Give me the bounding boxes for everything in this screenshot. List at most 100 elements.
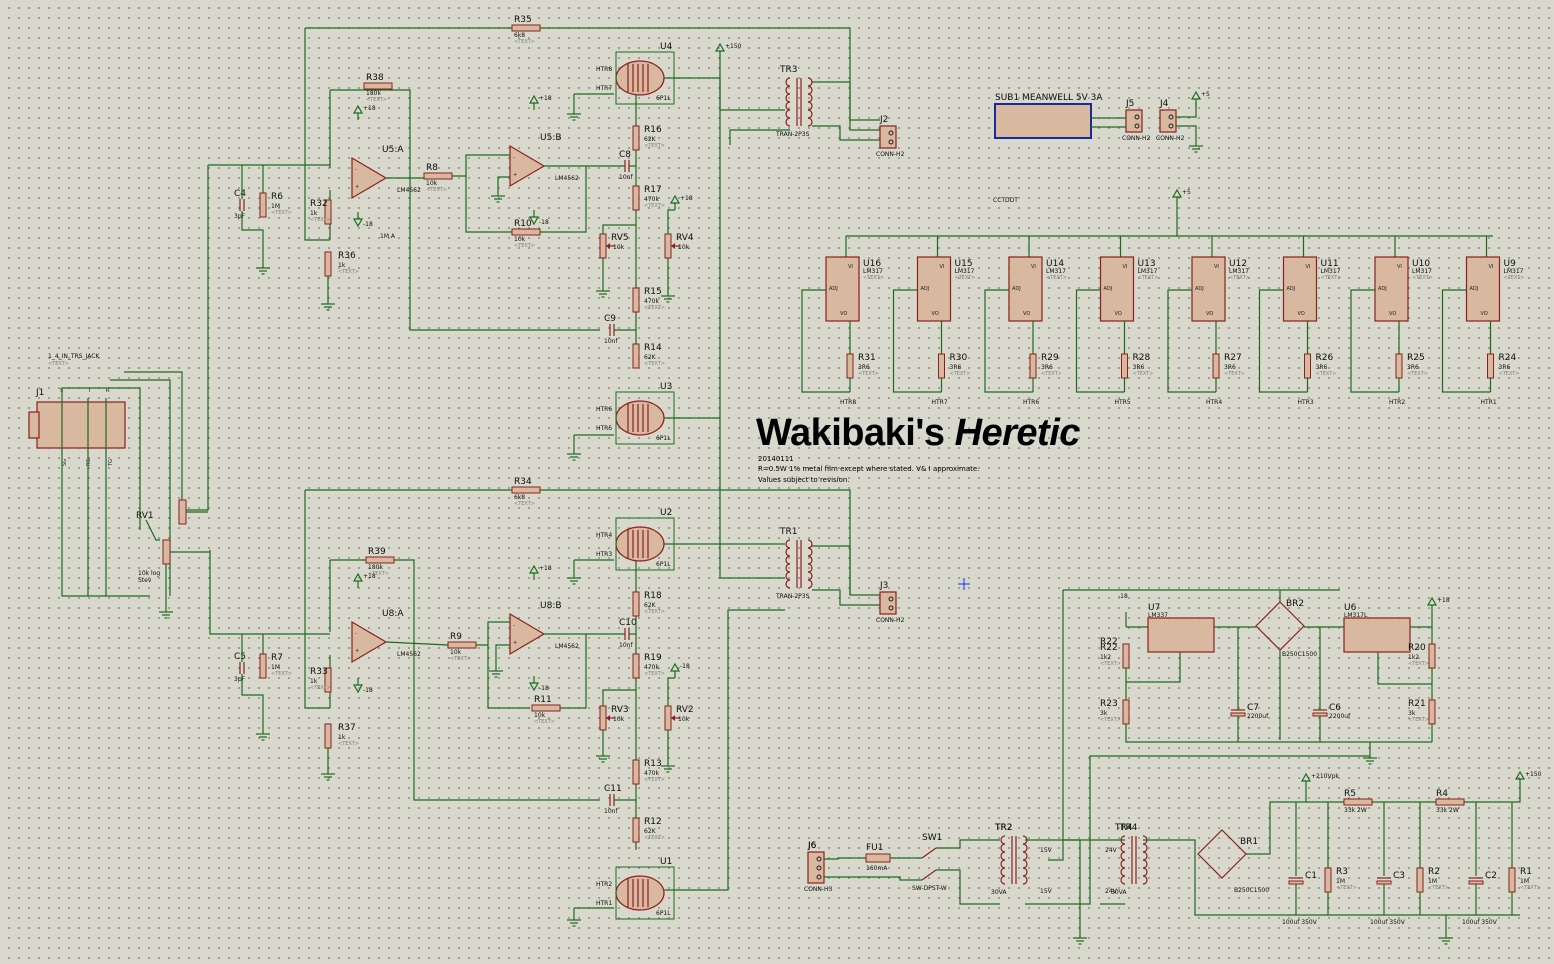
wire [824,876,922,881]
value-R7: 1M [271,664,280,671]
input-jack-J1 [36,401,126,449]
resistor-R32 [324,199,332,225]
tube-U2 [615,526,665,562]
ref-U14: U14 [1046,259,1064,269]
value-C6: 2200uf [1329,713,1351,720]
wire [1176,103,1197,118]
wire [145,519,160,541]
ref-R9: R9 [450,632,462,642]
connector-pin [888,130,894,136]
value-C2: 100uf 350V [1462,919,1498,926]
transformer-TR1 [785,539,791,549]
value-RV1: Stev [138,577,152,584]
text-placeholder: <TEXT> [950,371,971,377]
wire [824,857,866,860]
transformer-TR3 [785,85,791,95]
resistor-R3 [1324,867,1332,893]
ref-U9: U9 [1504,259,1517,269]
wire [124,371,183,510]
potentiometer-RV5 [599,233,607,259]
wire [476,644,530,709]
ref-C2: C2 [1485,871,1497,881]
transformer-TR4 [1120,867,1126,877]
text-placeholder: <TEXT> [310,217,331,223]
wire [1125,724,1432,743]
value-opamp: LM4562 [397,651,421,658]
resistor-R6 [259,192,267,218]
ref-TR4: TR4 [1114,823,1133,833]
ref-RV3: RV3 [611,705,629,715]
transformer-TR3 [807,93,813,103]
wire [487,621,510,645]
wire [801,289,850,393]
resistor-R34 [511,486,541,494]
ref-C3: C3 [1393,871,1405,881]
value-U3: 6P1L [656,435,671,442]
regulator-U13 [1099,256,1135,322]
resistor-R22 [1122,643,1130,669]
htr-label: HTR6 [596,406,612,413]
connector-J2 [879,125,897,149]
value-R34: 6k8 [514,494,525,501]
value-R4: 33k 2W [1436,807,1459,814]
value-R25: 3R6 [1407,364,1419,371]
jack-pin: SG [62,459,68,466]
wire [1410,612,1433,628]
resistor-R7 [259,653,267,679]
opamp-U8-B [509,612,546,656]
htr-label: HTR8 [596,66,612,73]
value-RV3: 10k [613,716,625,723]
transformer-TR1 [807,547,813,557]
connector-J5 [1125,109,1143,133]
bridge-rectifier-BR1 [1197,829,1247,879]
ref-C7: C7 [1247,703,1259,713]
pin-noninv: + [513,172,517,178]
ref-R22: R22 [1100,637,1118,647]
pin-adj: ADJ [921,286,930,292]
wire [305,489,880,596]
power-label: +18 [363,105,376,112]
ref-C11: C11 [604,784,622,794]
ref-U11: U11 [1321,259,1339,269]
value-R21: 3k [1408,710,1416,717]
text-placeholder: <TEXT> [1229,275,1250,281]
transformer-TR1 [785,563,791,573]
wire [209,550,330,635]
psu-module-SUB1 [994,103,1092,139]
value-R10: 10k [514,236,526,243]
value-RV1: 10k log [138,570,160,577]
text-placeholder: <TEXT> [534,719,555,725]
ref-R27: R27 [1224,353,1242,363]
transformer-TR1 [785,555,791,565]
text-placeholder: <TEXT> [1224,371,1245,377]
text-placeholder: <TEXT> [858,371,879,377]
value-R33: 1k [310,678,318,685]
ref-J2: J2 [879,115,888,125]
value-R6: 1M [271,203,280,210]
value-R36: 1k [338,262,346,269]
value-C7: 2200uf [1247,713,1269,720]
power-label: +150 [725,43,742,50]
capacitor-C7 [1230,712,1246,717]
value-opamp: LM4562 [397,187,421,194]
schematic-date: 20140111 [758,455,794,463]
wire [110,379,171,596]
resistor-R28 [1121,353,1128,379]
connector-pin [888,596,894,602]
wire [984,289,1033,393]
htr-label: HTR6 [1023,399,1039,406]
transformer-TR4 [1142,867,1148,877]
resistor-R36 [324,251,332,277]
ref-TR3: TR3 [779,65,797,75]
resistor-R5 [1343,798,1373,806]
ref-U6: U6 [1344,603,1357,613]
power-arrow-icon [352,218,364,228]
power-arrow-icon [528,564,540,574]
value-regulator: LM317 [863,268,883,275]
potentiometer-RV2 [664,705,672,731]
power-arrow-icon [352,684,364,694]
ref-J3: J3 [879,581,888,591]
ref-R24: R24 [1499,353,1517,363]
text-placeholder: <TEXT> [1316,371,1337,377]
htr-label: HTR3 [596,551,612,558]
